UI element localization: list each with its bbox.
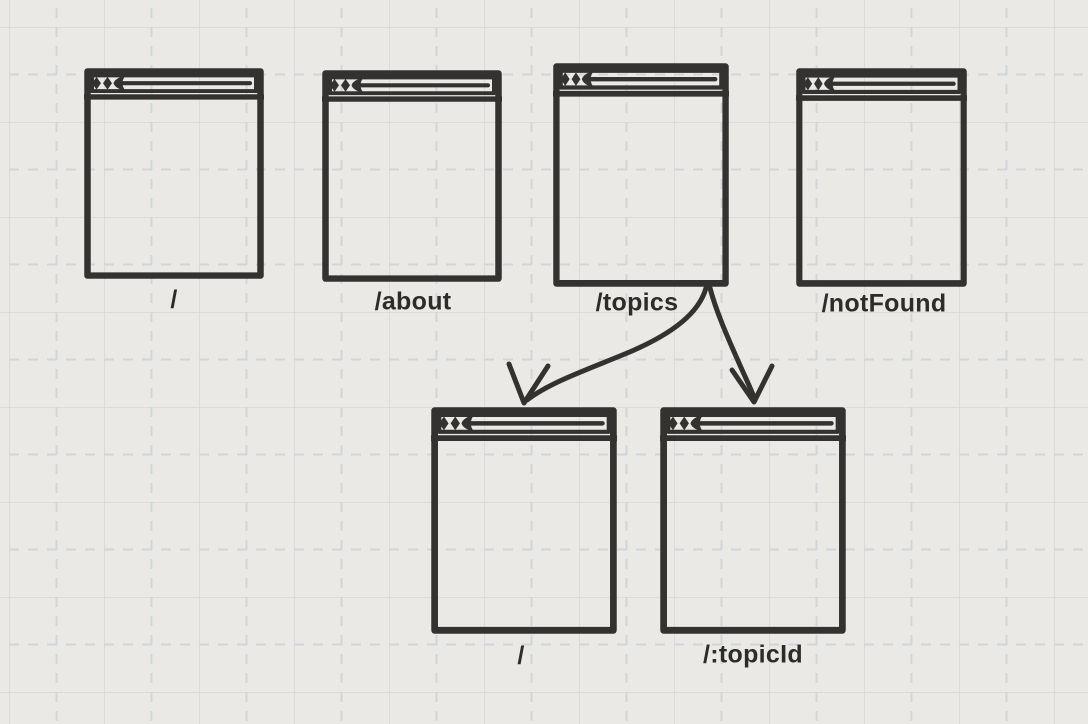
arrow-topics-to-topic-detail[interactable] [707, 285, 775, 405]
route-label-topics-index[interactable]: / [517, 641, 525, 670]
arrowhead-icon [506, 361, 551, 406]
route-label-topic-detail[interactable]: /:topicId [703, 640, 803, 669]
route-label-topics[interactable]: /topics [595, 288, 679, 317]
route-label-not-found[interactable]: /notFound [821, 289, 947, 318]
route-label-root[interactable]: / [170, 285, 178, 314]
arrow-shaft [707, 285, 758, 403]
arrow-topics-to-index[interactable] [506, 285, 709, 406]
arrow-shaft [524, 285, 709, 403]
route-label-about[interactable]: /about [374, 287, 452, 316]
arrowhead-icon [729, 363, 775, 405]
